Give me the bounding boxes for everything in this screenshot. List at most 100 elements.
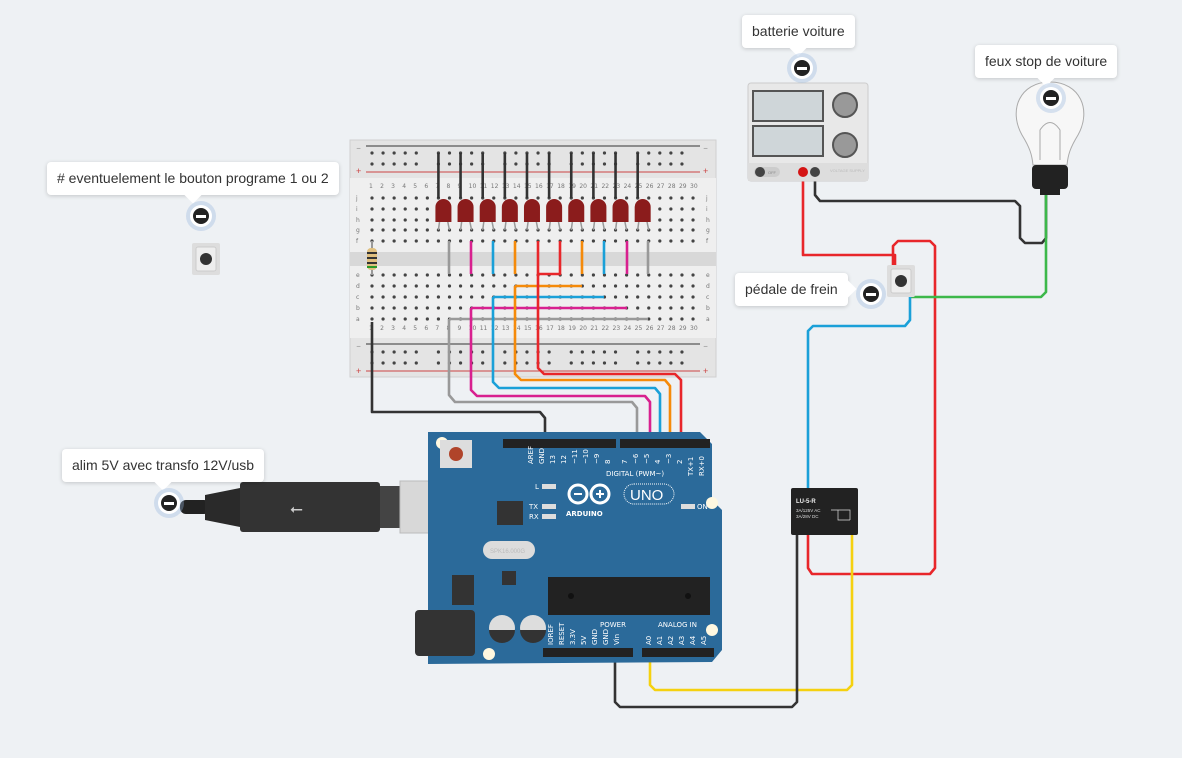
led[interactable]: [568, 199, 585, 222]
pin-label: IOREF: [547, 624, 555, 645]
row-label: b: [356, 305, 360, 312]
brake-pedal-button[interactable]: [887, 265, 915, 297]
annotation-brake-light: feux stop de voiture: [975, 45, 1118, 78]
row-label: i: [356, 206, 358, 213]
usb-cable[interactable]: ⭠: [180, 480, 471, 534]
resistor[interactable]: [367, 241, 377, 275]
collapse-annotation-program-button-icon[interactable]: [190, 205, 212, 227]
column-number: 10: [469, 325, 477, 332]
column-number: 15: [524, 325, 532, 332]
svg-text:+: +: [356, 366, 361, 376]
annotation-power-supply: alim 5V avec transfo 12V/usb: [62, 449, 265, 482]
wires[interactable]: [370, 153, 1048, 709]
pin-label: TX+1: [687, 457, 695, 477]
pin-label: AREF: [527, 446, 535, 464]
led[interactable]: [634, 199, 651, 222]
wire-black-gnd: [370, 322, 547, 440]
column-number: 29: [679, 325, 687, 332]
program-pushbutton[interactable]: [192, 243, 220, 275]
analog-label: ANALOG IN: [658, 621, 697, 629]
led[interactable]: [523, 199, 540, 222]
wire-black-relay: [613, 535, 799, 709]
collapse-annotation-brake-light-icon[interactable]: [1040, 87, 1062, 109]
annotation-battery: batterie voiture: [742, 15, 855, 48]
svg-text:−: −: [356, 145, 361, 152]
annotation-program-button: # eventuelement le bouton programe 1 ou …: [47, 162, 339, 195]
column-number: 28: [668, 183, 676, 190]
row-label: j: [705, 195, 708, 202]
column-number: 7: [435, 325, 439, 332]
led-array[interactable]: [435, 198, 651, 231]
collapse-annotation-battery-icon[interactable]: [791, 57, 813, 79]
wire-orange-pin3: [513, 286, 672, 440]
led[interactable]: [479, 199, 496, 222]
led-label-rx: RX: [529, 513, 539, 521]
battery-power-supply[interactable]: OFF VOLTAGE SUPPLY: [747, 82, 869, 182]
wire-red-pin2: [536, 274, 683, 440]
column-number: 22: [601, 325, 609, 332]
pin-label: A2: [667, 636, 675, 645]
column-number: 2: [380, 325, 384, 332]
relay-rating-dc: 3A/28V DC: [796, 514, 819, 519]
pin-label: 4: [654, 459, 662, 464]
column-number: 9: [458, 325, 462, 332]
column-number: 5: [413, 325, 417, 332]
arduino-uno[interactable]: SPK16.000G L TX RX ON ARDUINO UNO DIGITA…: [415, 432, 722, 664]
column-number: 12: [491, 325, 499, 332]
usb-icon: ⭠: [290, 501, 303, 518]
crystal-label: SPK16.000G: [490, 549, 525, 555]
collapse-annotation-brake-pedal-icon[interactable]: [860, 283, 882, 305]
pin-label: 7: [621, 460, 629, 464]
brake-light-bulb[interactable]: [1015, 81, 1085, 195]
pin-label: 3.3V: [569, 629, 577, 645]
row-label: a: [356, 316, 360, 323]
led-label-l: L: [535, 483, 539, 491]
pin-label: 5V: [580, 636, 588, 645]
column-number: 18: [557, 183, 565, 190]
column-number: 13: [502, 325, 510, 332]
row-label: c: [356, 294, 359, 301]
breadboard[interactable]: −+ −+ −+ −+ 1122334455667788991010111112…: [349, 139, 717, 378]
column-number: 4: [402, 183, 406, 190]
led[interactable]: [612, 199, 629, 222]
wire-red-battery: [801, 172, 897, 270]
svg-text:+: +: [356, 166, 361, 176]
led-label-tx: TX: [528, 503, 538, 511]
row-label: f: [706, 238, 709, 245]
pin-label: RESET: [558, 622, 566, 645]
column-number: 1: [369, 183, 373, 190]
row-label: h: [706, 217, 710, 224]
column-number: 21: [590, 325, 598, 332]
wire-blue-relay: [806, 292, 912, 490]
column-number: 19: [568, 325, 576, 332]
pin-label: A4: [689, 635, 697, 645]
arduino-brand: ARDUINO: [566, 510, 603, 518]
led[interactable]: [501, 198, 518, 222]
pin-label: Vin: [613, 634, 621, 645]
pin-label: GND: [538, 448, 546, 464]
led[interactable]: [457, 199, 474, 222]
svg-text:+: +: [703, 166, 708, 176]
pin-label: 8: [604, 460, 612, 464]
row-label: j: [355, 195, 358, 202]
led[interactable]: [590, 199, 607, 222]
column-number: 14: [513, 183, 521, 190]
pin-label: ~6: [632, 453, 640, 464]
row-label: h: [356, 217, 360, 224]
pin-label: ~10: [582, 449, 590, 464]
column-number: 18: [557, 325, 565, 332]
relay[interactable]: LU-5-R 3A/125V AC 3A/28V DC: [791, 488, 858, 535]
wire-black-battery: [813, 172, 1048, 245]
column-number: 10: [469, 183, 477, 190]
column-number: 11: [480, 325, 488, 332]
collapse-annotation-power-supply-icon[interactable]: [158, 492, 180, 514]
pin-label: RX+0: [698, 456, 706, 476]
led[interactable]: [546, 199, 563, 222]
row-label: c: [706, 294, 709, 301]
column-number: 14: [513, 325, 521, 332]
wire-red-relay: [806, 239, 937, 576]
led[interactable]: [435, 199, 452, 222]
wire-blue-pin4: [491, 297, 662, 440]
relay-rating-ac: 3A/125V AC: [796, 508, 821, 513]
